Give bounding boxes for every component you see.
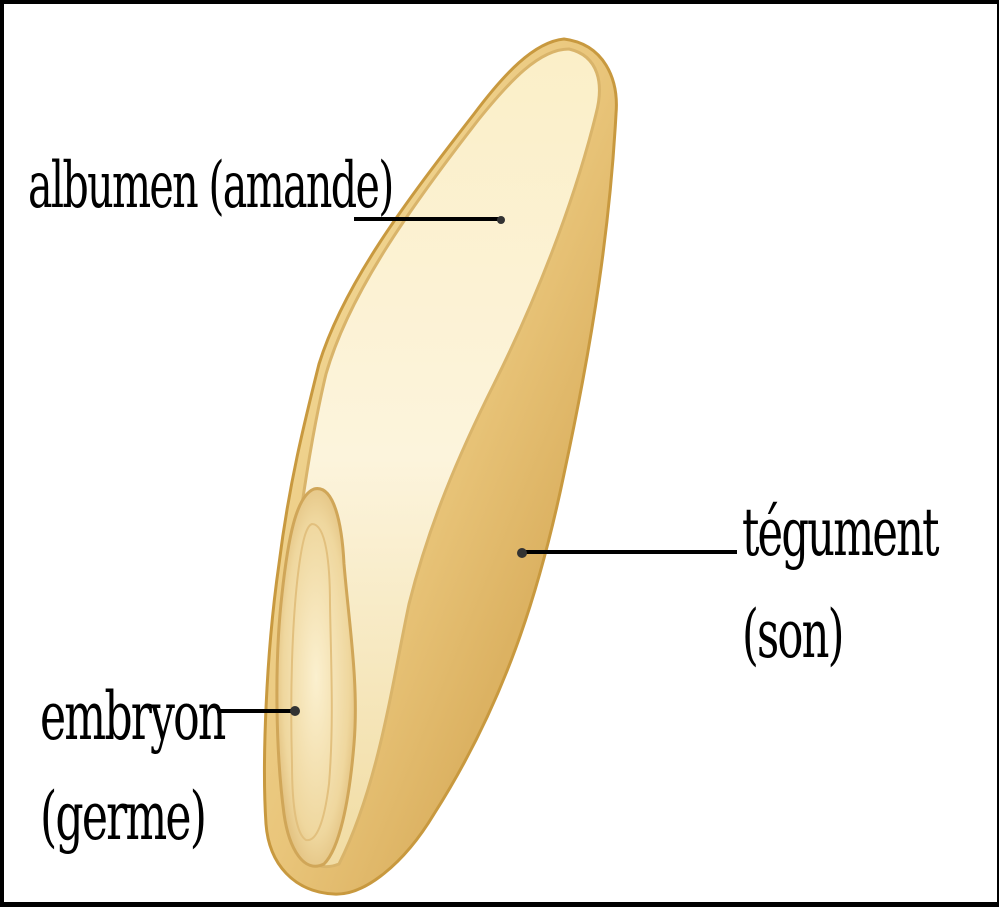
tegument-pointer-dot: [517, 548, 527, 558]
label-albumen: albumen (amande): [28, 154, 393, 217]
label-son: (son): [742, 602, 843, 668]
label-germe: (germe): [40, 784, 205, 850]
embryo: [277, 489, 355, 867]
label-tegument: tégument: [742, 500, 938, 566]
grain-illustration: [4, 4, 999, 911]
label-embryon: embryon: [40, 684, 224, 750]
embryon-pointer-dot: [290, 706, 300, 716]
albumen-pointer-dot: [497, 216, 505, 224]
